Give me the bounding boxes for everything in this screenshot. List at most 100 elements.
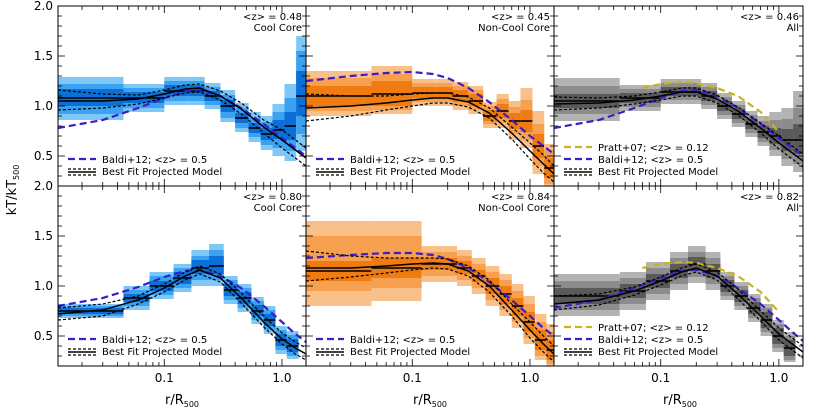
redshift-label: <z> = 0.84	[491, 192, 550, 203]
best-fit-line	[58, 87, 306, 159]
baldi12-line	[306, 70, 554, 155]
legend-entry-fit: Best Fit Projected Model	[564, 347, 718, 358]
fit-upper-bound	[554, 263, 803, 347]
pratt07-line	[642, 260, 780, 313]
legend-label: Best Fit Projected Model	[102, 167, 222, 178]
legend-label: Baldi+12; <z> = 0.5	[598, 335, 703, 346]
legend-entry-baldi: Baldi+12; <z> = 0.5	[564, 155, 703, 166]
redshift-label: <z> = 0.80	[243, 192, 302, 203]
legend-label: Baldi+12; <z> = 0.5	[350, 335, 455, 346]
y-tick-label: 0.5	[34, 149, 53, 163]
redshift-label: <z> = 0.45	[491, 12, 550, 23]
legend-entry-fit: Best Fit Projected Model	[68, 167, 222, 178]
bin-band-d	[793, 124, 803, 154]
legend-label: Best Fit Projected Model	[350, 347, 470, 358]
sample-label: Cool Core	[254, 23, 302, 34]
x-axis-title-middle: r/R500	[413, 393, 447, 409]
baldi12-line	[306, 251, 554, 337]
plot-area	[58, 36, 306, 167]
y-tick-label: 2.0	[34, 179, 53, 193]
best-fit-line	[554, 267, 803, 353]
sample-label: Non-Cool Core	[478, 23, 550, 34]
x-tick-label: 1.0	[769, 371, 788, 385]
legend-label: Baldi+12; <z> = 0.5	[102, 155, 207, 166]
legend-label: Baldi+12; <z> = 0.5	[350, 155, 455, 166]
sample-label: Non-Cool Core	[478, 203, 550, 214]
legend-entry-pratt: Pratt+07; <z> = 0.12	[564, 143, 709, 154]
legend-label: Best Fit Projected Model	[598, 347, 718, 358]
best-fit-line	[554, 91, 803, 162]
x-tick-label: 0.1	[651, 371, 670, 385]
legend-entry-baldi: Baldi+12; <z> = 0.5	[564, 335, 703, 346]
best-fit-line	[306, 262, 554, 355]
plot-area	[306, 66, 554, 186]
baldi12-line	[58, 88, 306, 157]
sample-label: All	[787, 203, 799, 214]
fit-upper-bound	[306, 250, 554, 347]
legend-label: Baldi+12; <z> = 0.5	[102, 335, 207, 346]
bin-band-d	[191, 260, 210, 274]
legend-entry-fit: Best Fit Projected Model	[316, 347, 470, 358]
fit-lower-bound	[554, 271, 803, 359]
plot-area	[306, 221, 554, 366]
bin-band-d	[511, 298, 524, 316]
legend-entry-pratt: Pratt+07; <z> = 0.12	[564, 323, 709, 334]
legend-entry-fit: Best Fit Projected Model	[564, 167, 718, 178]
sample-label: Cool Core	[254, 203, 302, 214]
legend-label: Best Fit Projected Model	[102, 347, 222, 358]
baldi12-line	[554, 268, 803, 342]
y-axis-title-main: kT/kT	[5, 180, 20, 215]
sample-label: All	[787, 23, 799, 34]
fit-lower-bound	[58, 273, 306, 361]
x-axis-title-sub: 500	[682, 400, 697, 409]
fit-upper-bound	[58, 83, 306, 149]
y-tick-label: 1.0	[34, 279, 53, 293]
legend-entry-baldi: Baldi+12; <z> = 0.5	[316, 155, 455, 166]
legend-label: Pratt+07; <z> = 0.12	[598, 143, 709, 154]
plot-area	[554, 246, 803, 362]
y-axis-title: kT/kT500	[5, 165, 21, 216]
x-tick-label: 1.0	[520, 371, 539, 385]
y-tick-label: 1.5	[34, 229, 53, 243]
x-axis-title-main: r/R	[663, 393, 682, 408]
fit-lower-bound	[554, 95, 803, 168]
y-tick-label: 0.5	[34, 329, 53, 343]
redshift-label: <z> = 0.46	[740, 12, 799, 23]
y-tick-label: 1.5	[34, 49, 53, 63]
plot-area	[554, 78, 803, 172]
y-tick-label: 1.0	[34, 99, 53, 113]
x-axis-title-sub: 500	[432, 400, 447, 409]
bin-band-d	[209, 256, 224, 274]
y-axis-title-sub: 500	[12, 165, 21, 180]
y-tick-label: 2.0	[34, 0, 53, 13]
legend-entry-baldi: Baldi+12; <z> = 0.5	[68, 335, 207, 346]
x-axis-title-main: r/R	[413, 393, 432, 408]
fit-lower-bound	[58, 91, 306, 167]
legend-label: Best Fit Projected Model	[598, 167, 718, 178]
redshift-label: <z> = 0.48	[243, 12, 302, 23]
axis-titles: kT/kT500 r/R500 r/R500 r/R500	[5, 165, 697, 409]
fit-lower-bound	[306, 267, 554, 363]
legend-entry-fit: Best Fit Projected Model	[316, 167, 470, 178]
fit-upper-bound	[554, 87, 803, 155]
x-axis-title-sub: 500	[184, 400, 199, 409]
bin-band-d	[296, 71, 306, 116]
best-fit-line	[306, 97, 554, 175]
legend-entry-baldi: Baldi+12; <z> = 0.5	[68, 155, 207, 166]
fit-upper-bound	[306, 92, 554, 167]
redshift-label: <z> = 0.82	[740, 192, 799, 203]
baldi12-line	[58, 268, 306, 343]
legend-entry-fit: Best Fit Projected Model	[68, 347, 222, 358]
x-axis-title-main: r/R	[165, 393, 184, 408]
pratt07-line	[642, 80, 780, 133]
x-tick-label: 1.0	[272, 371, 291, 385]
best-fit-line	[58, 269, 306, 355]
x-tick-label: 0.1	[155, 371, 174, 385]
